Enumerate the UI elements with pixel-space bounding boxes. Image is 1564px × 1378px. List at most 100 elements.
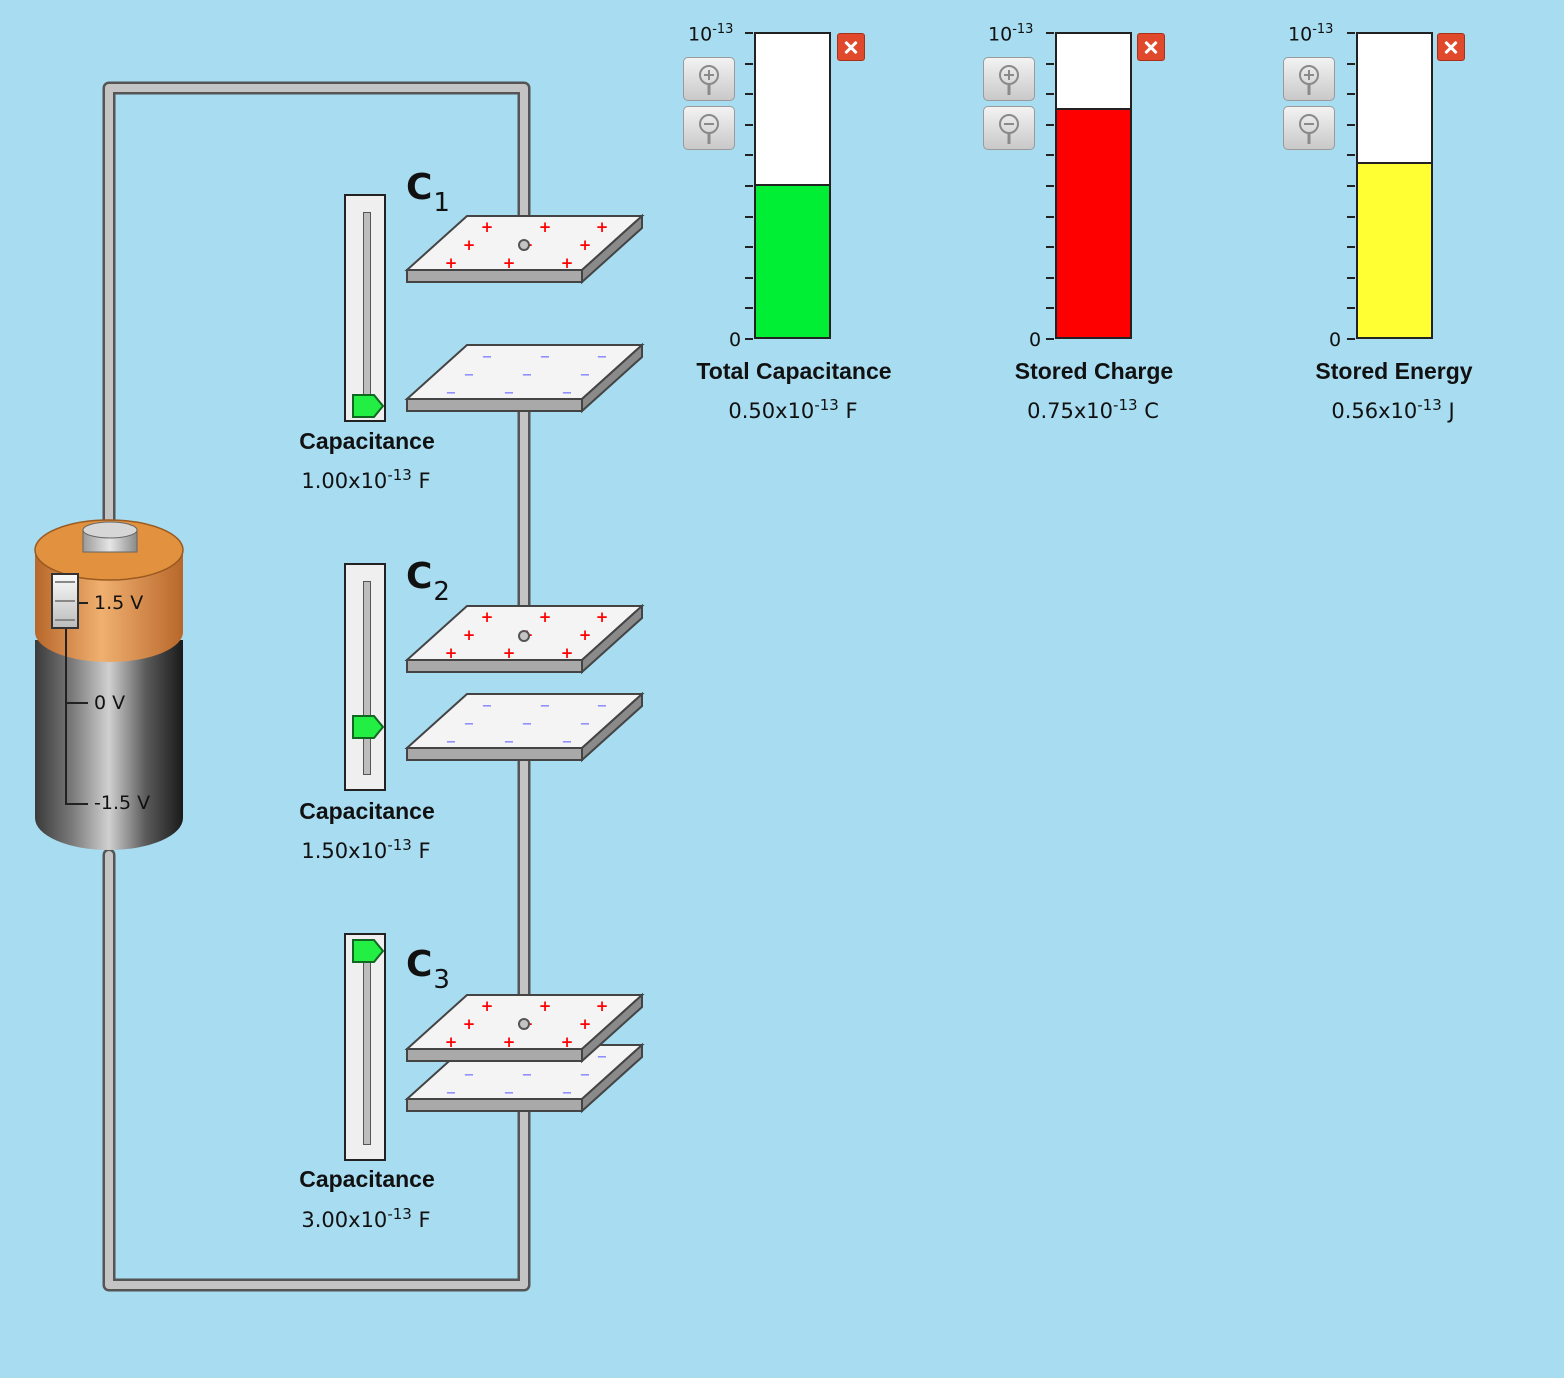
meter-total-capacitance-bar [754,32,831,339]
wire-bottom [102,848,531,1292]
zoom-out-icon [699,114,719,144]
meter-tick [1046,62,1054,65]
meter-stored-charge-close-icon[interactable] [1137,33,1165,61]
capacitor-2-bottom-plate: −−−−−−−−− [404,691,645,763]
capacitor-2-name: C2 [406,556,450,607]
positive-charge-symbol: + [481,997,494,1015]
meter-stored-energy-fill [1358,162,1431,337]
negative-charge-symbol: − [562,386,573,401]
capacitor-3-slider[interactable] [344,933,386,1161]
negative-charge-symbol: − [464,717,475,732]
negative-charge-symbol: − [446,1086,457,1101]
meter-total-capacitance-zero: 0 [729,329,742,351]
negative-charge-symbol: − [504,735,515,750]
meter-stored-energy-zoom-in-button[interactable] [1283,57,1335,101]
positive-charge-symbol: + [596,608,609,626]
meter-tick [745,185,753,187]
meter-tick [1046,276,1054,279]
meter-tick [1046,215,1054,218]
meter-tick [1347,185,1355,187]
meter-tick [1046,32,1054,34]
capacitor-1-slider[interactable] [344,194,386,422]
capacitor-1-value: 1.00x10-13 F [301,466,431,493]
meter-total-capacitance-value: 0.50x10-13 F [728,396,858,423]
positive-charge-symbol: + [445,254,458,272]
positive-charge-symbol: + [561,254,574,272]
negative-charge-symbol: − [597,699,608,714]
meter-tick [1046,154,1054,157]
zoom-in-icon [1299,65,1319,95]
battery-voltage-slider[interactable] [51,573,79,629]
meter-tick [1347,154,1355,157]
meter-tick [1347,93,1355,96]
positive-charge-symbol: + [463,1015,476,1033]
capacitor-3-name: C3 [406,944,450,995]
capacitor-2-slider-thumb[interactable] [352,714,384,739]
meter-tick [1046,246,1054,249]
meter-total-capacitance-zoom-in-button[interactable] [683,57,735,101]
positive-charge-symbol: + [445,1033,458,1051]
wire-contact [518,1018,530,1030]
positive-charge-symbol: + [579,1015,592,1033]
meter-total-capacitance-close-icon[interactable] [837,33,865,61]
capacitor-plates: −−−−−−−−−+++++++++−−−−−−−−−+++++++++−−−−… [404,213,645,1114]
meter-stored-charge-zoom-in-button[interactable] [983,57,1035,101]
negative-charge-symbol: − [562,735,573,750]
negative-charge-symbol: − [522,1068,533,1083]
meter-tick [1347,62,1355,65]
positive-charge-symbol: + [481,218,494,236]
meter-stored-energy-zero: 0 [1329,329,1342,351]
negative-charge-symbol: − [597,1050,608,1065]
meter-stored-energy-value: 0.56x10-13 J [1331,396,1455,423]
capacitor-2-value: 1.50x10-13 F [301,836,431,863]
meter-total-capacitance-zoom-out-button[interactable] [683,106,735,150]
capacitor-1-label: Capacitance [299,428,435,454]
meter-tick [1347,338,1355,340]
meter-tick [1347,246,1355,249]
positive-charge-symbol: + [596,997,609,1015]
meter-total-capacitance-scale: 10-13 [688,22,734,46]
meter-tick [745,93,753,96]
meter-stored-energy-close-icon[interactable] [1437,33,1465,61]
capacitor-3-slider-thumb[interactable] [352,939,384,963]
positive-charge-symbol: + [481,608,494,626]
negative-charge-symbol: − [522,368,533,383]
battery-label-zero: 0 V [94,692,126,714]
meter-tick [1347,215,1355,218]
meter-stored-charge-scale: 10-13 [988,22,1034,46]
capacitor-2-slider[interactable] [344,563,386,791]
meter-tick [745,123,753,126]
positive-charge-symbol: + [579,626,592,644]
capacitor-3-value: 3.00x10-13 F [301,1205,431,1232]
meter-stored-charge-title: Stored Charge [1014,358,1174,384]
negative-charge-symbol: − [464,1068,475,1083]
capacitor-1-bottom-plate: −−−−−−−−− [404,342,645,414]
capacitor-1-slider-thumb[interactable] [352,394,384,418]
negative-charge-symbol: − [540,350,551,365]
meter-tick [745,307,753,310]
positive-charge-symbol: + [561,1033,574,1051]
negative-charge-symbol: − [504,386,515,401]
meter-tick [1347,276,1355,279]
positive-charge-symbol: + [503,254,516,272]
negative-charge-symbol: − [597,350,608,365]
meter-stored-energy-zoom-out-button[interactable] [1283,106,1335,150]
negative-charge-symbol: − [580,368,591,383]
meter-stored-charge-fill [1057,107,1130,337]
negative-charge-symbol: − [540,699,551,714]
meter-tick [1046,307,1054,310]
meter-tick [745,32,753,34]
zoom-in-icon [999,65,1019,95]
meter-tick [1046,123,1054,126]
positive-charge-symbol: + [539,608,552,626]
wire-contact [518,630,530,642]
positive-charge-symbol: + [579,236,592,254]
meter-tick [745,338,753,340]
positive-charge-symbol: + [503,644,516,662]
positive-charge-symbol: + [463,626,476,644]
meter-stored-charge-zoom-out-button[interactable] [983,106,1035,150]
positive-charge-symbol: + [561,644,574,662]
meter-total-capacitance-fill [756,183,829,337]
zoom-in-icon [699,65,719,95]
meter-stored-charge-value: 0.75x10-13 C [1027,396,1159,423]
